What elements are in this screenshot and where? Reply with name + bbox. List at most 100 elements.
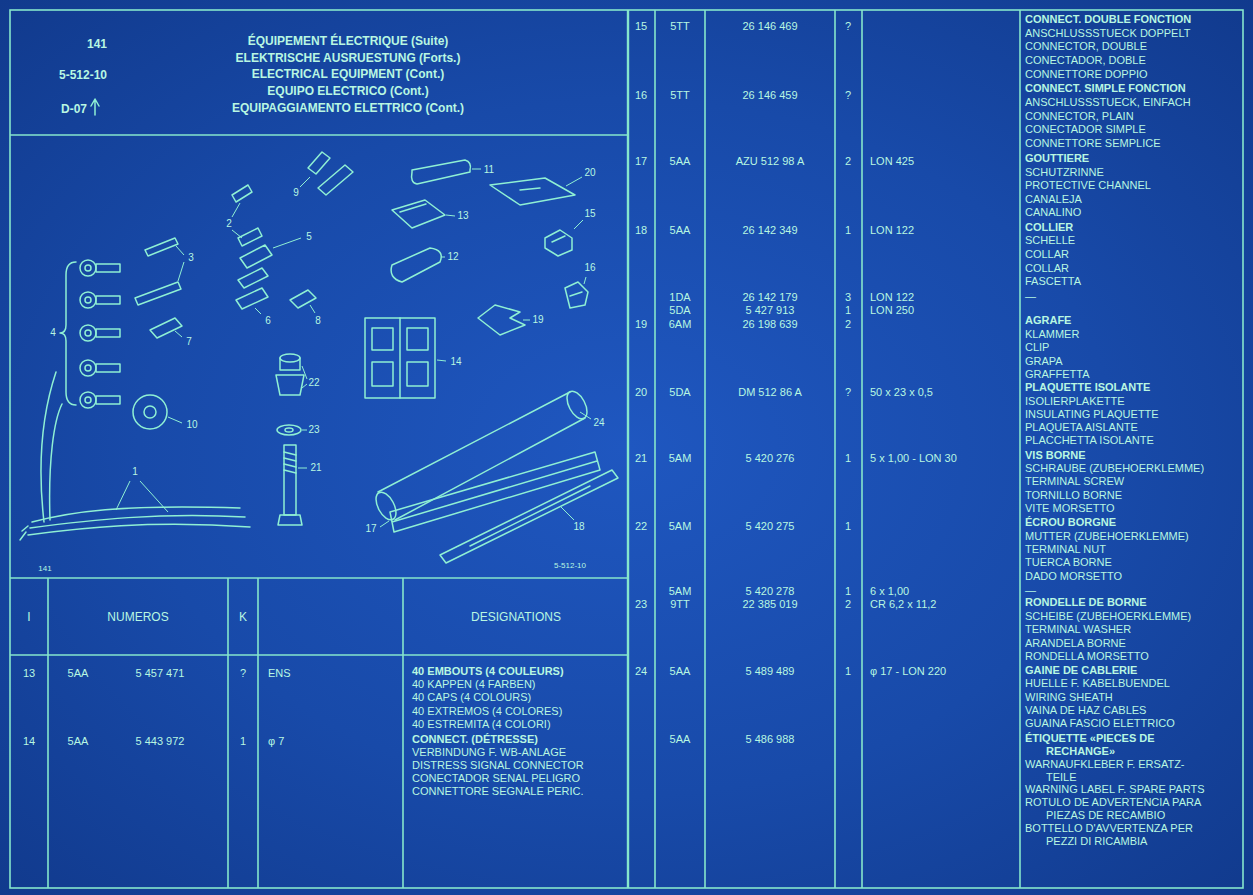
designation-heading: GAINE DE CABLERIE [1025, 664, 1137, 677]
leader-line [273, 238, 301, 248]
ring-terminal [85, 397, 91, 403]
leader-line [523, 320, 530, 321]
dimension: 6 x 1,00 [870, 585, 909, 598]
designation-heading: VIS BORNE [1025, 449, 1086, 462]
table-cell: 14 [23, 735, 35, 748]
terminal-washer [277, 425, 301, 435]
table-cell: 9TT [670, 598, 690, 611]
table-cell: 5DA [669, 304, 690, 317]
flat-connector [150, 318, 182, 338]
wiring-sheath [378, 392, 585, 520]
designation-heading: ÉTIQUETTE «PIECES DE RECHANGE» [1025, 732, 1211, 758]
part-number: 5 420 278 [746, 585, 795, 598]
dimension: 5 x 1,00 - LON 30 [870, 452, 957, 465]
table-rule [227, 578, 229, 888]
terminal [290, 290, 316, 308]
dimension: LON 122 [870, 224, 914, 237]
table-cell: 5TT [670, 89, 690, 102]
callout-number: 3 [188, 252, 194, 264]
callout-number: 13 [457, 210, 468, 222]
part-number: 26 146 459 [742, 89, 797, 102]
designation: TUERCA BORNE [1025, 556, 1112, 569]
leader-line [472, 169, 481, 170]
designation: TERMINAL NUT [1025, 543, 1106, 556]
column-header: K [239, 610, 247, 624]
table-cell: 5 457 471 [136, 667, 185, 680]
designation: GRAFFETTA [1025, 368, 1090, 381]
grommet [133, 395, 167, 429]
quantity: 3 [845, 291, 851, 304]
part-number: 5 489 489 [746, 665, 795, 678]
leader-line [302, 366, 307, 388]
ring-terminal [80, 392, 96, 408]
table-rule [1019, 10, 1021, 888]
ring-terminal [96, 329, 120, 337]
designation: MUTTER (ZUBEHOERKLEMME) [1025, 530, 1189, 543]
designation-heading: CONNECT. SIMPLE FONCTION [1025, 82, 1186, 95]
quantity: ? [845, 20, 851, 33]
table-cell: ? [240, 667, 246, 680]
item-number: 21 [635, 452, 647, 465]
quantity: 1 [845, 665, 851, 678]
designation: WIRING SHEATH [1025, 691, 1113, 704]
part-number: 5 486 988 [746, 733, 795, 746]
date-code: D-07 [61, 102, 87, 116]
leader-line [302, 430, 307, 431]
designation-heading: 40 EMBOUTS (4 COULEURS) [412, 665, 564, 678]
quantity: 2 [845, 318, 851, 331]
table-rule [402, 578, 404, 888]
designation-heading: AGRAFE [1025, 314, 1071, 327]
ring-terminal [80, 260, 120, 408]
table-cell: 13 [23, 667, 35, 680]
designation-heading: ÉCROU BORGNE [1025, 516, 1116, 529]
quantity: 1 [845, 304, 851, 317]
part-number: 26 198 639 [742, 318, 797, 331]
table-rule [627, 10, 629, 888]
callout-number: 23 [308, 424, 319, 436]
page-number: 141 [87, 37, 107, 51]
designation: — [1025, 290, 1036, 303]
table-rule [834, 10, 836, 888]
callout-number: 15 [584, 208, 595, 220]
part-number: 5 420 275 [746, 520, 795, 533]
terminal [232, 185, 252, 202]
leader-line [176, 246, 184, 281]
designation-heading: CONNECT. DOUBLE FONCTION [1025, 13, 1191, 26]
terminal [236, 288, 268, 309]
item-number: 19 [635, 318, 647, 331]
terminal [240, 245, 272, 268]
designation: PLACCHETTA ISOLANTE [1025, 434, 1154, 447]
callout-number: 14 [450, 356, 461, 368]
callout-number: 17 [365, 523, 376, 535]
ring-terminal [80, 260, 96, 276]
leader-line [298, 468, 307, 469]
ring-terminal [80, 325, 96, 341]
connector [545, 230, 572, 256]
dimension: 50 x 23 x 0,5 [870, 386, 933, 399]
table-rule [704, 10, 706, 888]
callout-number: 9 [293, 187, 299, 199]
callout-number: 16 [584, 262, 595, 274]
terminal [238, 268, 268, 288]
designation: COLLAR [1025, 248, 1069, 261]
designation: WARNAUFKLEBER F. ERSATZ-TEILE [1025, 758, 1211, 784]
grommet [144, 406, 156, 418]
quantity: 1 [845, 452, 851, 465]
designation-heading: RONDELLE DE BORNE [1025, 596, 1147, 609]
callout-number: 2 [226, 218, 232, 230]
leader-line [116, 481, 168, 512]
part-number: 26 142 349 [742, 224, 797, 237]
leader-line [232, 203, 242, 238]
quantity: 2 [845, 598, 851, 611]
designation-heading: COLLIER [1025, 221, 1073, 234]
terminal-screw [278, 452, 302, 525]
terminal-screw [284, 445, 296, 515]
group-code: 5-512-10 [59, 68, 107, 82]
dimension: φ 17 - LON 220 [870, 665, 946, 678]
designation: HUELLE F. KABELBUENDEL [1025, 677, 1170, 690]
designation-heading: GOUTTIERE [1025, 152, 1089, 165]
designation: GRAPA [1025, 355, 1063, 368]
dimension: CR 6,2 x 11,2 [870, 598, 936, 611]
part-number: 26 146 469 [742, 20, 797, 33]
table-cell: 5AM [669, 520, 692, 533]
